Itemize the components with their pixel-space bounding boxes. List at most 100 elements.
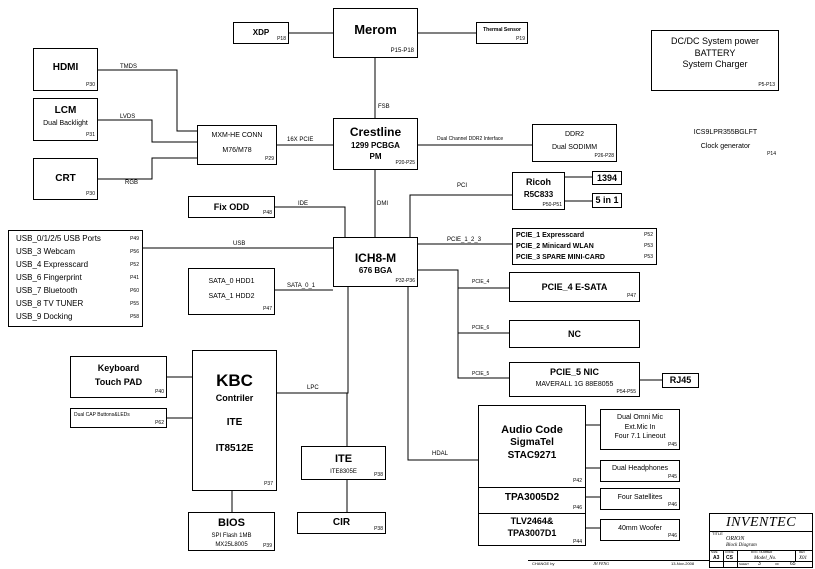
ddr2-page: P26-P28: [594, 153, 614, 159]
p1394-block: 1394: [592, 171, 622, 185]
ich8m-sub: 676 BGA: [358, 266, 393, 275]
usb-item-5-page: P55: [130, 301, 139, 307]
tpa2-line1: TLV2464&: [510, 516, 554, 526]
title-label: TITLE: [712, 531, 723, 536]
usb-devices-block: USB_0/1/2/5 USB Ports P49 USB_3 Webcam P…: [8, 230, 143, 327]
usb-item-1: USB_3 Webcam: [16, 247, 75, 256]
lcm-sub: Dual Backlight: [43, 120, 88, 127]
rev-value: X01: [799, 556, 808, 561]
fix-odd-label: Fix ODD: [213, 202, 250, 212]
crt-label: CRT: [55, 173, 76, 184]
keyboard-line2: Touch PAD: [94, 377, 143, 387]
woofer-page: P46: [668, 533, 677, 539]
pcie123-item-2: PCIE_3 SPARE MINI-CARD: [516, 254, 605, 261]
usb-item-2: USB_4 Expresscard: [16, 260, 89, 269]
pcie123-item-0: PCIE_1 Expresscard: [516, 232, 585, 239]
omni-mic-block: Dual Omni Mic Ext.Mic In Four 7.1 Lineou…: [600, 409, 680, 450]
kbc-line3: ITE: [226, 417, 243, 428]
tmds-bus-label: TMDS: [120, 64, 137, 70]
company-name: INVENTEC: [725, 515, 797, 530]
size-value: A3: [713, 555, 720, 561]
ics-page: P14: [767, 151, 776, 157]
merom-cpu-block: Merom P15-P18: [333, 8, 418, 58]
keyboard-block: Keyboard Touch PAD P40: [70, 356, 167, 398]
usb-item-4: USB_7 Bluetooth: [16, 286, 78, 295]
five-in-one-block: 5 in 1: [592, 193, 622, 208]
merom-page: P15-P18: [390, 48, 414, 54]
of-label: OF: [775, 562, 780, 566]
pcie5-bus-label: PCIE_5: [472, 371, 490, 377]
crestline-line3: PM: [369, 152, 382, 161]
ide-bus-label: IDE: [298, 201, 309, 207]
ich8m-page: P32-P36: [395, 278, 415, 284]
pci-bus-label: PCI: [457, 183, 468, 189]
pcie123-item-1-page: P53: [644, 243, 653, 249]
ricoh-sub: R5C833: [523, 190, 554, 199]
tpa2-line2: TPA3007D1: [507, 528, 557, 538]
hdmi-block: HDMI P30: [33, 48, 98, 91]
esata-page: P47: [627, 293, 636, 299]
hdmi-page: P30: [86, 82, 95, 88]
five-in-one-label: 5 in 1: [595, 195, 619, 205]
changed-by-label: CHANGE by: [532, 561, 555, 566]
dmi-bus-label: DMI: [377, 201, 388, 207]
dcdc-power-block: DC/DC System power BATTERY System Charge…: [651, 30, 779, 91]
sheet-label: SHEET: [739, 562, 750, 566]
dcdc-line3: System Charger: [682, 59, 748, 69]
nc-label: NC: [568, 329, 581, 339]
lvds-bus-label: LVDS: [120, 114, 136, 120]
nic-page: P54-P55: [616, 389, 636, 395]
nic-sub: MAVERALL 1G 88E8055: [535, 381, 614, 388]
woofer-label: 40mm Woofer: [618, 525, 662, 532]
pcie123-bus-label: PCIE_1_2_3: [447, 237, 482, 243]
doc-number-label: DOC. NUMBER: [751, 550, 773, 554]
hdal-bus-label: HDAL: [432, 451, 449, 457]
fsb-bus-label: FSB: [378, 104, 390, 110]
omni-mic-line2: Ext.Mic In: [624, 424, 656, 431]
nic-block: PCIE_5 NIC MAVERALL 1G 88E8055 P54-P55: [509, 362, 640, 397]
cir-block: CIR P38: [297, 512, 386, 534]
fix-odd-page: P48: [263, 210, 272, 216]
sata-page: P47: [263, 306, 272, 312]
usb-item-6: USB_9 Docking: [16, 312, 73, 321]
kbc-block: KBC Contriler ITE IT8512E P37: [192, 350, 277, 491]
thermal-sensor-block: Thermal Sensor P19: [476, 22, 528, 44]
bios-sub: SPI Flash 1MB: [211, 533, 252, 539]
satellites-label: Four Satellites: [617, 494, 663, 501]
dcdc-line2: BATTERY: [694, 48, 736, 58]
mxm-conn-block: MXM-HE CONN M76/M78 P29: [197, 125, 277, 165]
cap-buttons-block: Dual CAP Buttons&LEDs P62: [70, 408, 167, 428]
kbc-label: KBC: [216, 371, 253, 390]
crt-page: P30: [86, 191, 95, 197]
sata-line2: SATA_1 HDD2: [208, 293, 255, 300]
ich8m-label: ICH8-M: [354, 251, 397, 265]
xdp-block: XDP P18: [233, 22, 289, 44]
bios-page: P39: [263, 543, 272, 549]
woofer-block: 40mm Woofer P46: [600, 519, 680, 541]
nic-label: PCIE_5 NIC: [549, 367, 600, 377]
ite-block: ITE ITE8305E P38: [301, 446, 386, 480]
usb-item-6-page: P58: [130, 314, 139, 320]
size-label: SIZE: [711, 550, 718, 554]
headphones-label: Dual Headphones: [611, 465, 669, 472]
usb-item-2-page: P52: [130, 262, 139, 268]
lpc-bus-label: LPC: [307, 385, 319, 391]
rgb-bus-label: RGB: [125, 180, 139, 186]
usb-item-0: USB_0/1/2/5 USB Ports: [16, 234, 101, 243]
title-block: INVENTEC TITLE ORION Block Diagram SIZE …: [709, 513, 813, 568]
mxm-line2: M76/M78: [222, 147, 252, 154]
code-label: CODE: [725, 550, 734, 554]
omni-mic-page: P45: [668, 442, 677, 448]
usb-item-3: USB_6 Fingerprint: [16, 273, 82, 282]
keyboard-line1: Keyboard: [97, 363, 140, 373]
keyboard-page: P40: [155, 389, 164, 395]
audio-line1: Audio Code: [501, 424, 563, 436]
xdp-label: XDP: [252, 28, 270, 37]
esata-block: PCIE_4 E-SATA P47: [509, 272, 640, 302]
omni-mic-line1: Dual Omni Mic: [617, 414, 663, 421]
ddr2-iface-label: Dual Channel DDR2 Interface: [437, 136, 504, 142]
usb-item-5: USB_8 TV TUNER: [16, 299, 84, 308]
thermal-sensor-label: Thermal Sensor: [483, 27, 521, 33]
bios-label: BIOS: [218, 517, 245, 529]
doc-title: Block Diagram: [726, 543, 757, 548]
